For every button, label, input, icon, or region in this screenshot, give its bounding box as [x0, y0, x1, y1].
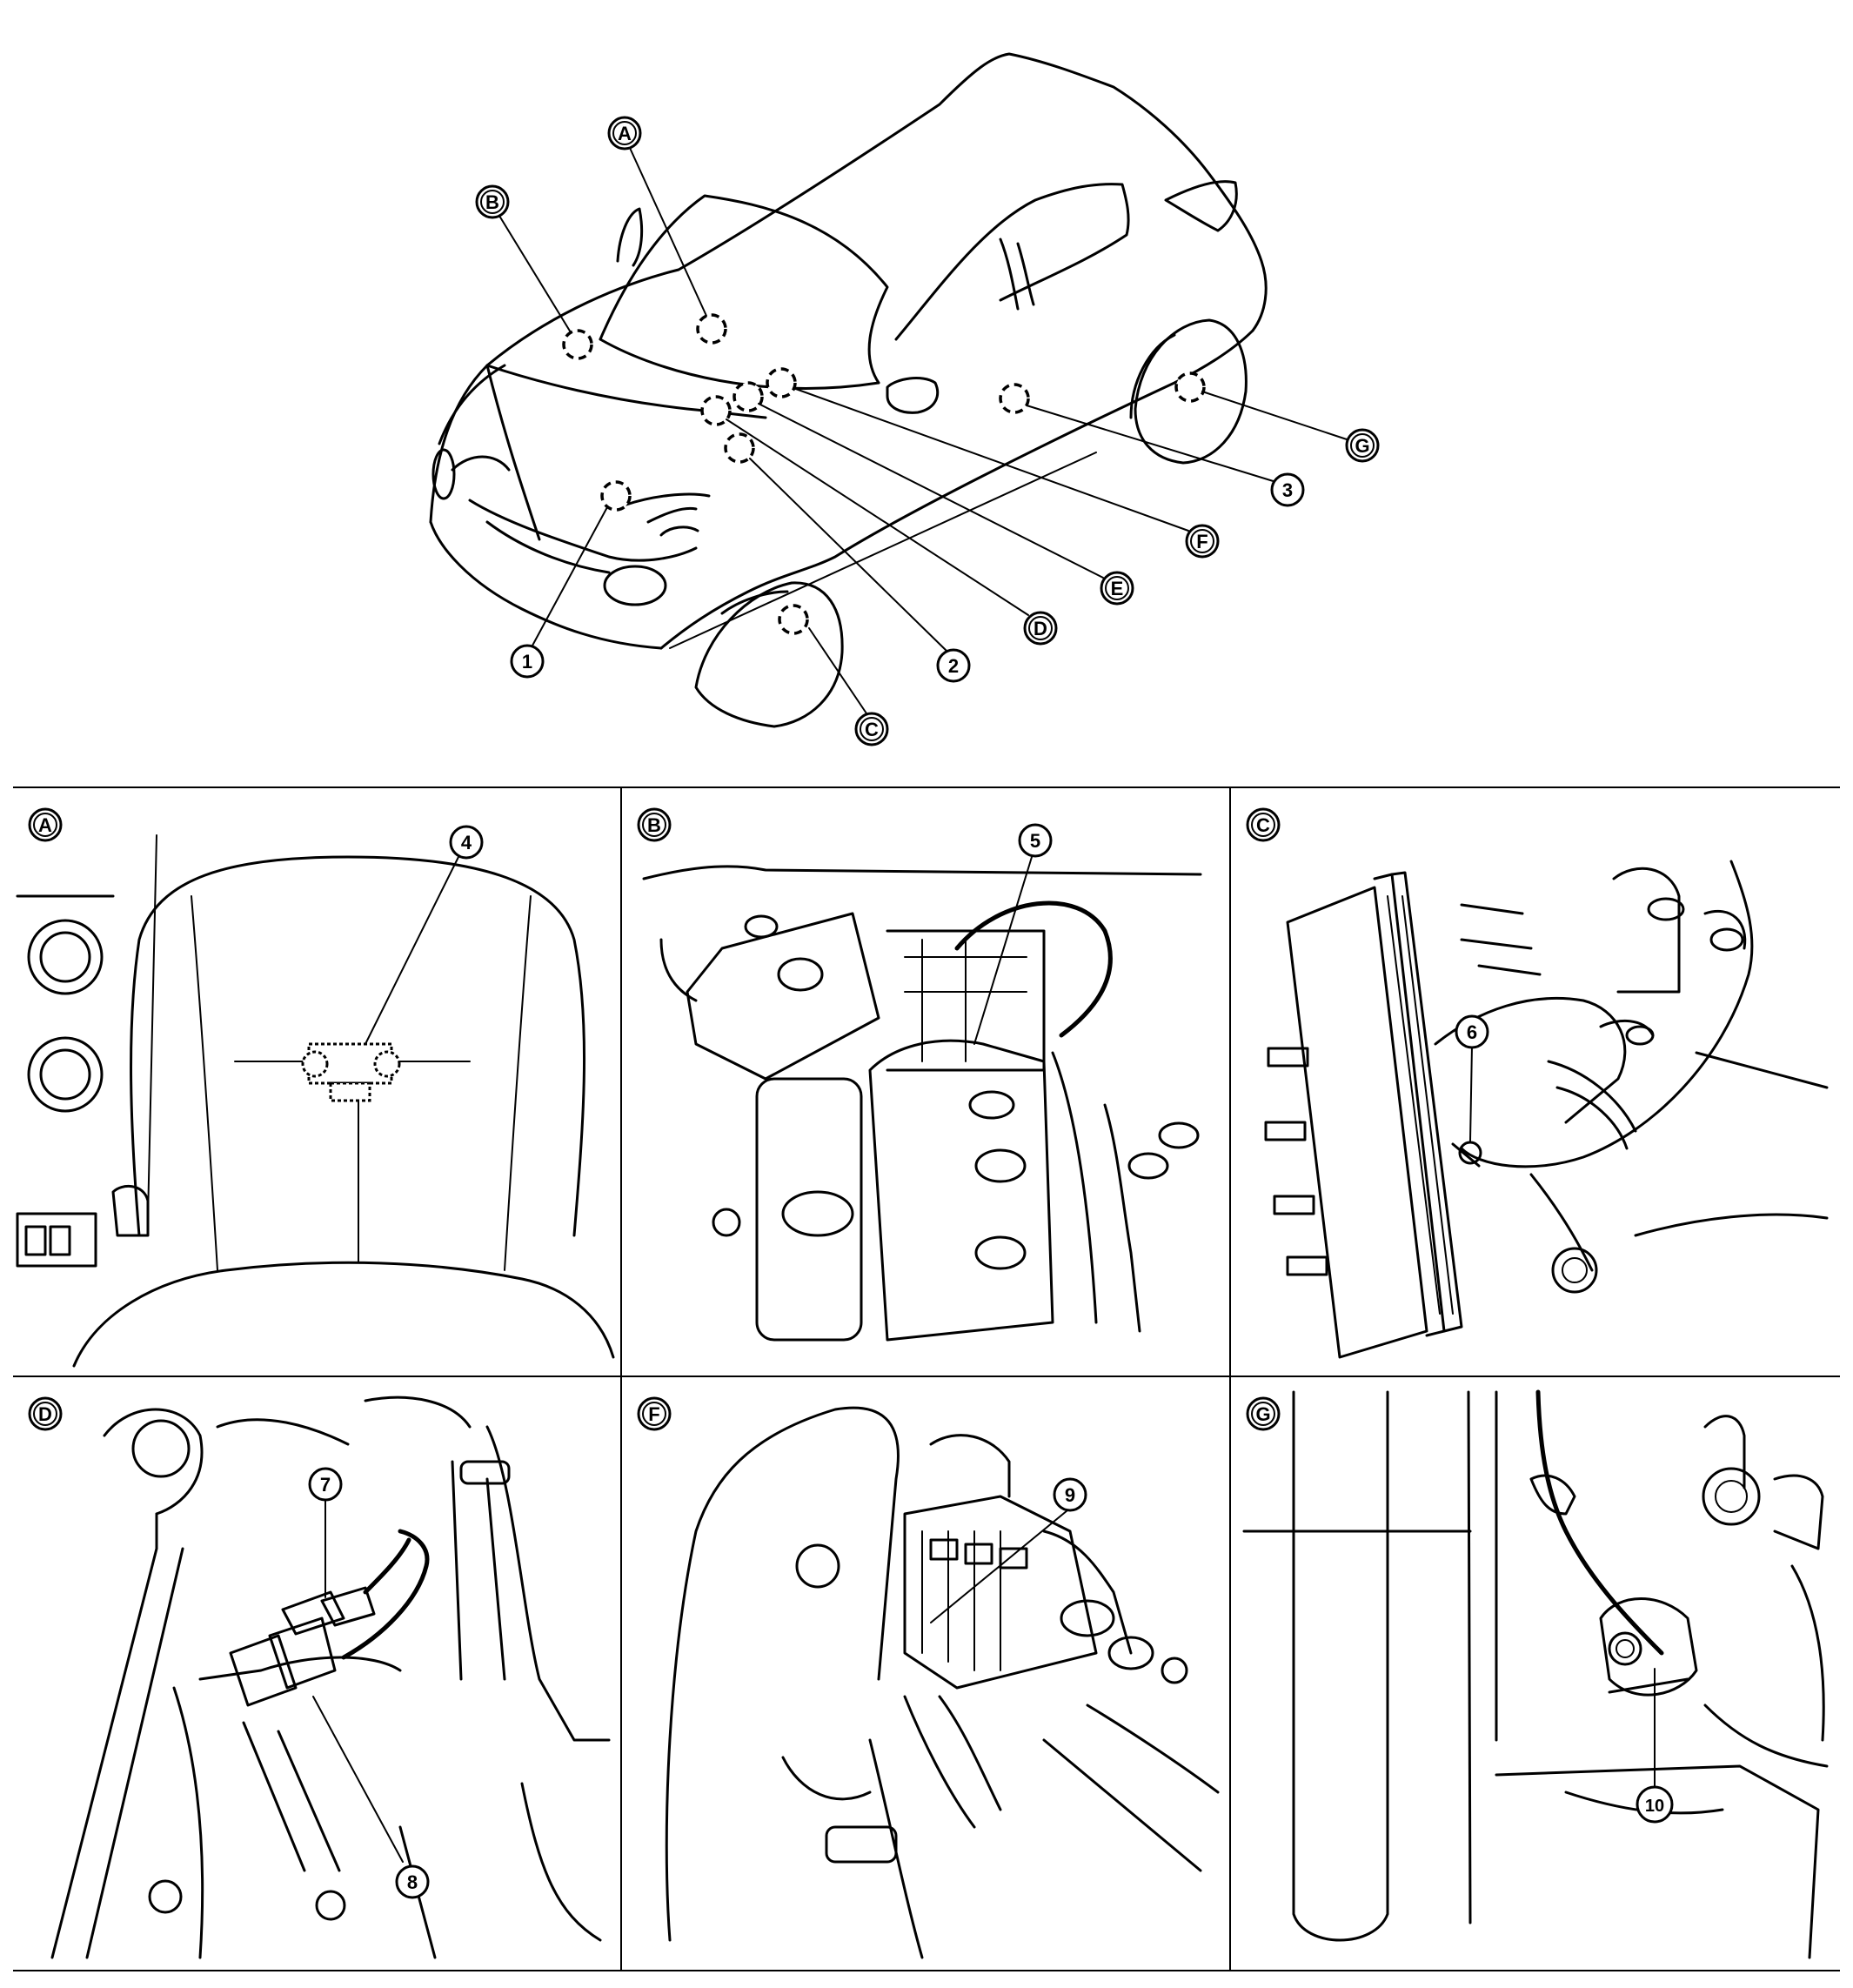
svg-text:A: A	[618, 123, 632, 144]
svg-text:E: E	[1111, 578, 1124, 599]
overview-number-callouts: 1 2 3	[510, 472, 1305, 683]
callout-10: 10	[1636, 1785, 1674, 1824]
svg-text:7: 7	[320, 1474, 331, 1496]
panel-c: C 6	[1246, 807, 1829, 1359]
svg-text:4: 4	[461, 832, 472, 853]
callout-1: 1	[510, 644, 545, 679]
callout-5: 5	[1018, 823, 1053, 858]
svg-text:B: B	[485, 191, 499, 213]
detail-panel-grid	[13, 786, 1840, 1971]
svg-text:6: 6	[1467, 1021, 1477, 1043]
marker-2	[724, 432, 755, 464]
marker-d	[700, 395, 732, 426]
svg-text:C: C	[865, 719, 879, 740]
marker-c	[778, 604, 809, 635]
panel-a: A 4	[16, 807, 615, 1368]
callout-6: 6	[1455, 1014, 1489, 1049]
vehicle-body	[429, 52, 1268, 728]
overview-letter-callouts: A B C D E F G	[475, 116, 1380, 746]
svg-text:8: 8	[407, 1871, 418, 1893]
vehicle-overview: A B C D E F G 1 2 3	[429, 52, 1380, 746]
panel-g-title: G	[1246, 1396, 1281, 1431]
callout-c: C	[854, 712, 889, 746]
svg-text:A: A	[38, 814, 52, 836]
marker-b	[562, 329, 593, 360]
panel-b-title: B	[637, 807, 672, 842]
connector-pair	[229, 1529, 430, 1707]
marker-1	[600, 480, 632, 512]
svg-text:F: F	[1196, 531, 1207, 552]
callout-4: 4	[449, 825, 484, 860]
svg-text:1: 1	[522, 651, 532, 673]
callout-2: 2	[936, 648, 971, 683]
airbag-sensor-unit	[301, 1042, 401, 1102]
svg-text:D: D	[1034, 618, 1047, 639]
callout-3: 3	[1270, 472, 1305, 507]
svg-text:C: C	[1256, 814, 1270, 836]
callout-7: 7	[308, 1467, 343, 1502]
marker-a	[696, 313, 727, 345]
svg-text:9: 9	[1065, 1484, 1075, 1506]
panel-f-title: F	[637, 1396, 672, 1431]
panel-d-title: D	[28, 1396, 63, 1431]
marker-e	[733, 381, 764, 412]
svg-text:G: G	[1255, 1403, 1270, 1425]
panel-b: B 5	[637, 807, 1202, 1342]
marker-g	[1174, 371, 1206, 403]
svg-text:F: F	[648, 1403, 659, 1425]
svg-text:2: 2	[948, 655, 959, 677]
marker-f	[766, 367, 797, 398]
svg-text:D: D	[38, 1403, 52, 1425]
panel-c-title: C	[1246, 807, 1281, 842]
panel-f: F 9	[637, 1396, 1220, 1959]
svg-text:10: 10	[1645, 1797, 1664, 1816]
svg-text:3: 3	[1282, 479, 1293, 501]
leader-lines	[498, 147, 1348, 714]
callout-e: E	[1100, 571, 1134, 606]
marker-3	[999, 383, 1030, 414]
callout-f: F	[1185, 524, 1220, 559]
svg-text:5: 5	[1030, 830, 1040, 852]
svg-text:G: G	[1355, 435, 1369, 457]
panel-g: G 10	[1242, 1389, 1829, 1959]
panel-a-title: A	[28, 807, 63, 842]
location-markers	[562, 313, 1206, 635]
callout-9: 9	[1053, 1477, 1087, 1512]
callout-a: A	[607, 116, 642, 151]
callout-8: 8	[395, 1864, 430, 1899]
svg-text:B: B	[647, 814, 661, 836]
callout-g: G	[1345, 428, 1380, 463]
callout-b: B	[475, 184, 510, 219]
panel-d: D 7 8	[28, 1396, 611, 1959]
callout-d: D	[1023, 611, 1058, 646]
